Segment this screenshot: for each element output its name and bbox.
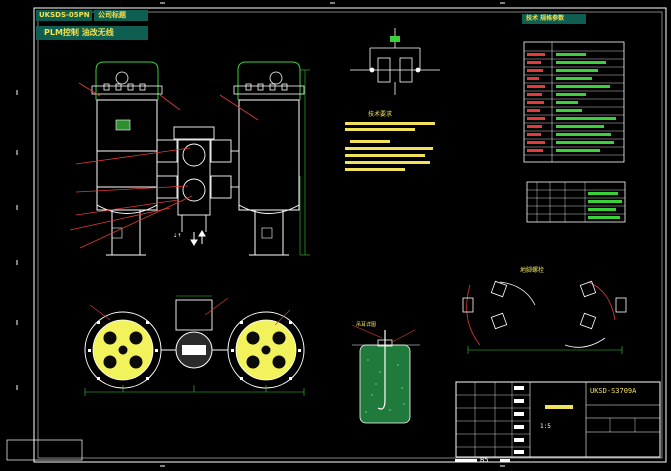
drawing-number: UKSD-S3709A bbox=[590, 387, 637, 395]
anchor-cutaway bbox=[351, 324, 420, 424]
right-top-title-box: 技术 规格参数 bbox=[522, 14, 586, 24]
spec-table bbox=[523, 41, 625, 163]
cutaway-title: 吊耳详图 bbox=[356, 322, 377, 328]
margin-ticks bbox=[16, 2, 505, 467]
left-note-box bbox=[6, 439, 83, 461]
anchor-title: 地脚螺栓 bbox=[520, 267, 545, 274]
subtitle: PLM控制 油改无线 bbox=[44, 28, 114, 37]
title-block bbox=[455, 381, 661, 458]
right-top-title: 技术 规格参数 bbox=[526, 15, 565, 22]
notes-title: 技术要求 bbox=[368, 111, 393, 118]
elevation-dimensions bbox=[299, 69, 310, 256]
technical-notes bbox=[345, 122, 435, 171]
valve-manifold bbox=[97, 126, 239, 232]
brand-title-box: 公司标题 bbox=[94, 10, 148, 21]
bottom-label: B5 bbox=[480, 456, 489, 464]
leader-lines bbox=[69, 82, 259, 249]
model-code-box: UKSDS-05PN bbox=[36, 10, 92, 21]
flow-schematic bbox=[350, 28, 440, 95]
scale-bar bbox=[455, 459, 510, 462]
front-elevation bbox=[69, 61, 310, 256]
brand-title: 公司标题 bbox=[98, 11, 126, 19]
plan-view bbox=[84, 295, 305, 396]
outer-frame bbox=[33, 7, 667, 463]
parts-table bbox=[526, 181, 626, 223]
left-vessel bbox=[91, 61, 163, 256]
model-code: UKSDS-05PN bbox=[39, 11, 90, 19]
scale-mark: 1:5 bbox=[540, 423, 551, 430]
lug-detail bbox=[462, 280, 627, 354]
right-vessel bbox=[233, 61, 305, 256]
subtitle-box: PLM控制 油改无线 bbox=[36, 26, 148, 40]
inner-frame bbox=[37, 11, 663, 459]
flow-arrow-label: ⇣⇡ bbox=[173, 231, 182, 239]
flow-arrows bbox=[190, 230, 206, 246]
